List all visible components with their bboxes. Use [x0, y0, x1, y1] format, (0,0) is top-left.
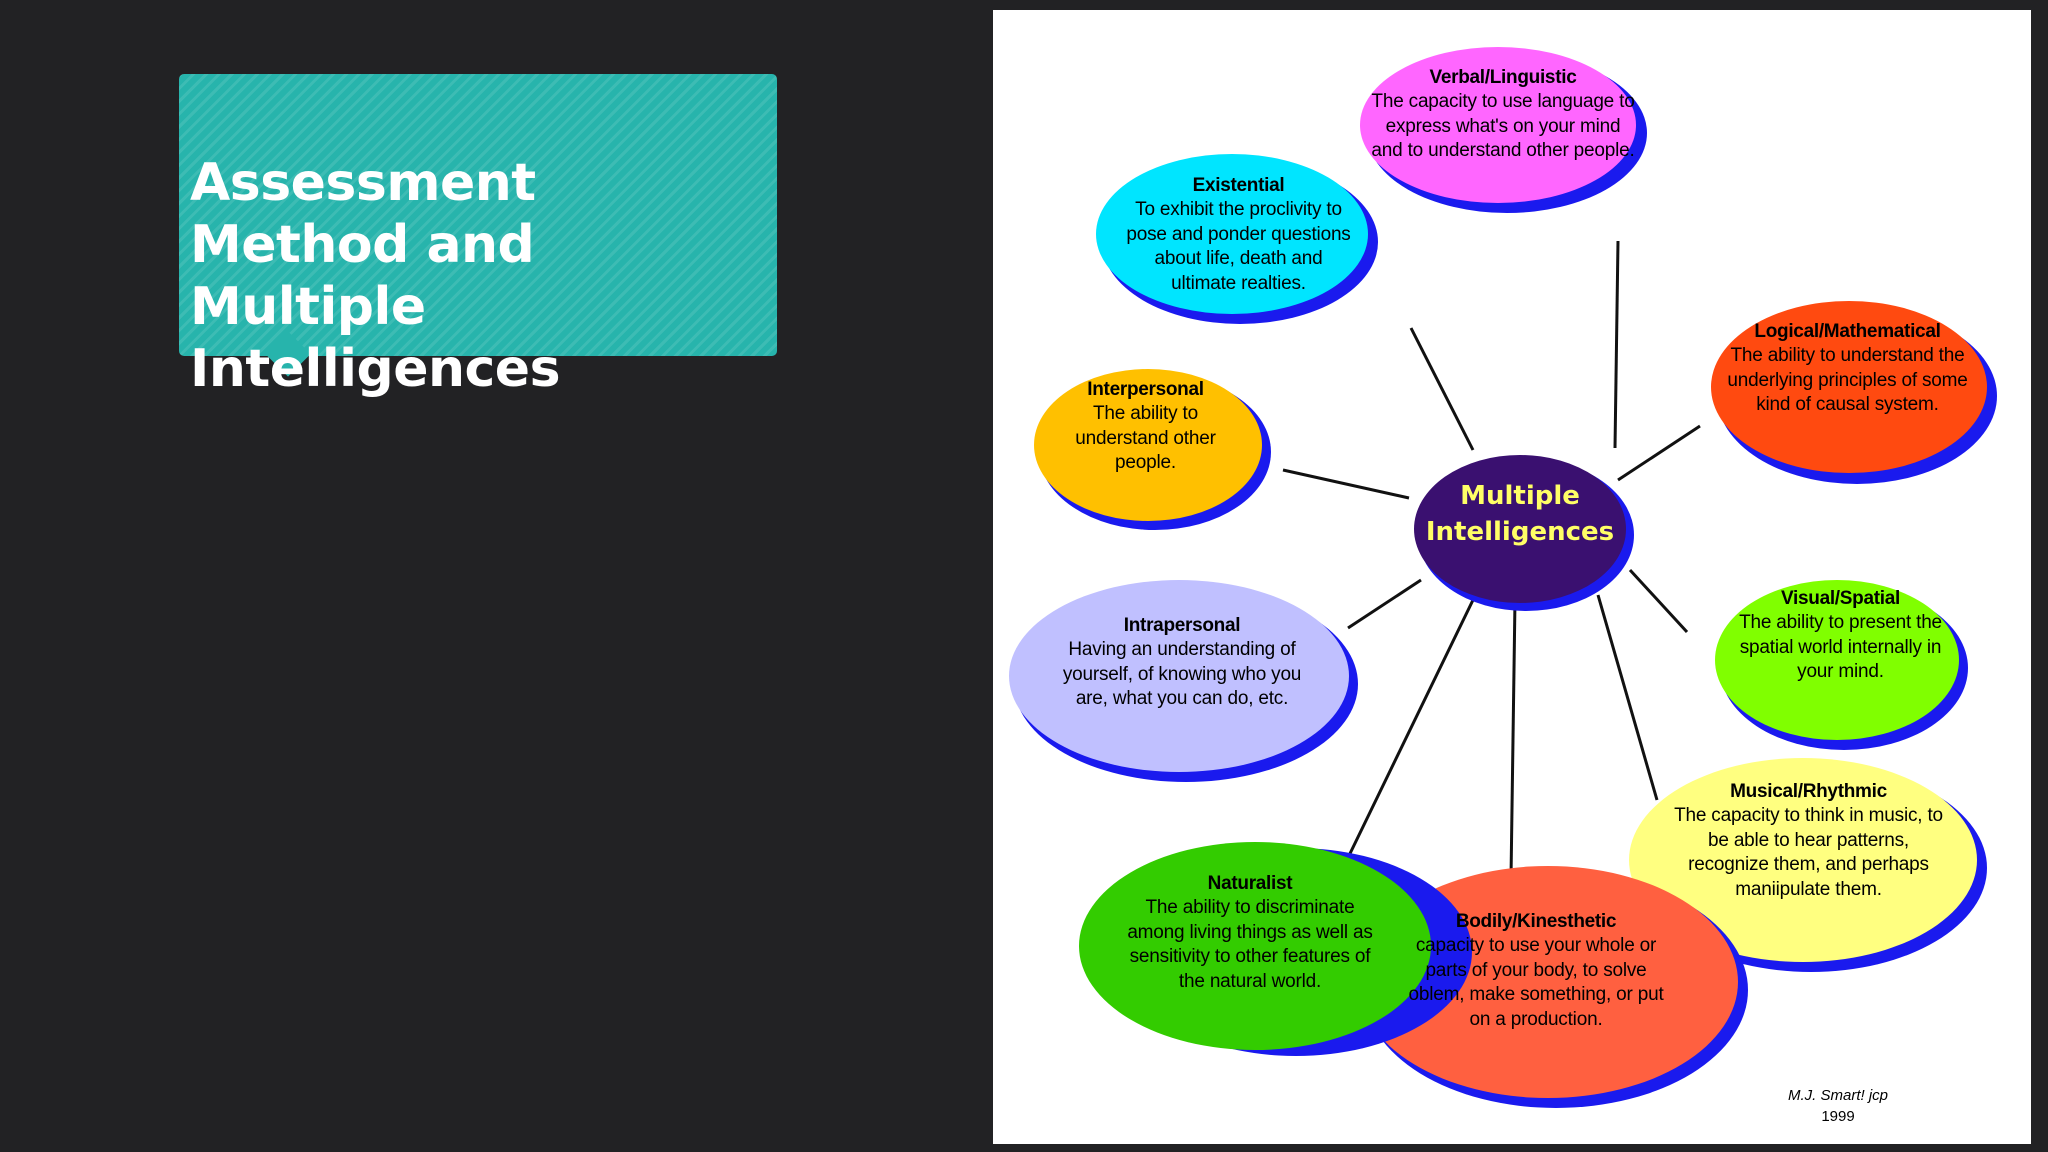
intelligence-logical: Logical/Mathematical The ability to unde…	[1715, 320, 1980, 418]
cloud-fill-interpersonal	[1034, 369, 1262, 521]
intelligence-description: The capacity to use language to express …	[1371, 91, 1635, 161]
intelligence-description: The ability to understand other people.	[1075, 403, 1216, 473]
intelligence-name: Naturalist	[1207, 873, 1293, 894]
intelligence-name: Verbal/Linguistic	[1429, 67, 1577, 88]
connector-naturalist	[1341, 599, 1475, 869]
intelligence-interpersonal: Interpersonal The ability to understand …	[1058, 378, 1233, 476]
cloud-fill-center	[1414, 455, 1626, 603]
cloud-fill-logical	[1711, 301, 1987, 473]
cloud-musical	[1629, 758, 1987, 972]
intelligence-bodily: Bodily/Kinesthetic capacity to use your …	[1402, 910, 1670, 1032]
connector-bodily	[1509, 599, 1517, 879]
cloud-verbal	[1360, 47, 1647, 213]
center-node-label: Multiple Intelligences	[1425, 481, 1615, 547]
connector-interpersonal	[1282, 468, 1410, 500]
intelligence-description: The capacity to think in music, to be ab…	[1674, 805, 1943, 900]
connector-lines	[1282, 240, 1701, 879]
cloud-center	[1414, 455, 1634, 611]
cloud-interpersonal	[1034, 369, 1271, 530]
multiple-intelligences-diagram: Verbal/Linguistic The capacity to use la…	[993, 10, 2031, 1144]
cloud-existential	[1096, 154, 1378, 324]
cloud-naturalist	[1079, 842, 1472, 1056]
intelligence-naturalist: Naturalist The ability to discriminate a…	[1123, 872, 1377, 994]
credit-year: 1999	[1821, 1108, 1855, 1125]
intelligence-verbal: Verbal/Linguistic The capacity to use la…	[1368, 66, 1638, 164]
diagram-credit: M.J. Smart! jcp 1999	[1753, 1085, 1923, 1127]
cloud-fill-verbal	[1360, 47, 1636, 203]
intelligence-description: To exhibit the proclivity to pose and po…	[1126, 199, 1351, 294]
cloud-fill-intrapersonal	[1009, 580, 1349, 772]
connector-musical	[1596, 594, 1659, 801]
slide-title: Assessment Method and Multiple Intellige…	[190, 153, 561, 399]
cloud-fill-visual	[1715, 580, 1959, 740]
cloud-fill-existential	[1096, 154, 1368, 314]
intelligence-description: The ability to present the spatial world…	[1739, 612, 1942, 682]
cloud-intrapersonal	[1009, 580, 1358, 782]
intelligence-name: Musical/Rhythmic	[1730, 781, 1887, 802]
connector-verbal	[1613, 240, 1620, 449]
credit-author: M.J. Smart! jcp	[1787, 1087, 1888, 1104]
intelligence-description: The ability to understand the underlying…	[1727, 345, 1968, 415]
intelligence-name: Visual/Spatial	[1780, 588, 1900, 609]
cloud-logical	[1711, 301, 1997, 484]
intelligence-description: capacity to use your whole or parts of y…	[1408, 935, 1664, 1030]
title-banner	[179, 74, 777, 356]
intelligence-musical: Musical/Rhythmic The capacity to think i…	[1666, 780, 1951, 902]
intelligence-name: Interpersonal	[1087, 379, 1204, 400]
intelligence-existential: Existential To exhibit the proclivity to…	[1126, 174, 1351, 296]
intelligence-name: Bodily/Kinesthetic	[1455, 911, 1617, 932]
intelligence-name: Intrapersonal	[1123, 615, 1241, 636]
cloud-visual	[1715, 580, 1968, 750]
connector-existential	[1409, 327, 1475, 451]
intelligence-description: The ability to discriminate among living…	[1127, 897, 1373, 992]
cloud-fill-musical	[1629, 758, 1977, 962]
intelligence-intrapersonal: Intrapersonal Having an understanding of…	[1047, 614, 1317, 712]
cloud-fill-naturalist	[1079, 842, 1431, 1050]
intelligence-name: Logical/Mathematical	[1754, 321, 1941, 342]
intelligence-description: Having an understanding of yourself, of …	[1062, 639, 1302, 709]
intelligence-visual: Visual/Spatial The ability to present th…	[1728, 587, 1953, 685]
connector-intrapersonal	[1347, 578, 1422, 630]
intelligence-name: Existential	[1192, 175, 1285, 196]
connector-logical	[1617, 424, 1701, 482]
connector-visual	[1628, 568, 1689, 634]
diagram-graphics	[1009, 47, 1997, 1108]
